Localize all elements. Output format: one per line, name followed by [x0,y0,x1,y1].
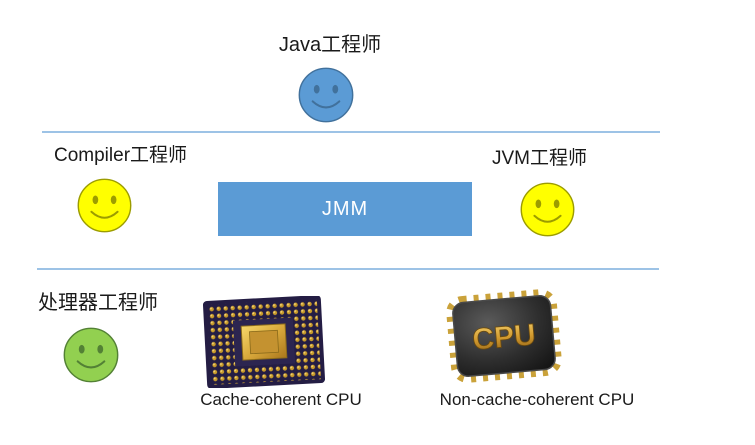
divider-bottom [37,268,659,270]
jvm-engineer-face-icon [519,181,576,238]
jmm-box: JMM [218,182,472,236]
java-engineer-label: Java工程师 [278,34,382,56]
processor-engineer-face-icon [62,326,120,384]
divider-top [42,131,660,133]
non-cache-coherent-cpu-label: Non-cache-coherent CPU [439,390,635,409]
compiler-engineer-face-icon [76,177,133,234]
java-engineer-face-icon [297,66,355,124]
compiler-engineer-label: Compiler工程师 [54,145,188,166]
jvm-engineer-label: JVM工程师 [492,148,588,169]
processor-engineer-label: 处理器工程师 [38,292,158,314]
jmm-label: JMM [321,197,369,220]
cache-coherent-cpu-chip-icon [203,296,325,388]
non-cache-coherent-cpu-chip-icon: CPU [436,286,572,386]
cache-coherent-cpu-label: Cache-coherent CPU [200,390,362,409]
chip-cpu-text: CPU [471,318,537,356]
